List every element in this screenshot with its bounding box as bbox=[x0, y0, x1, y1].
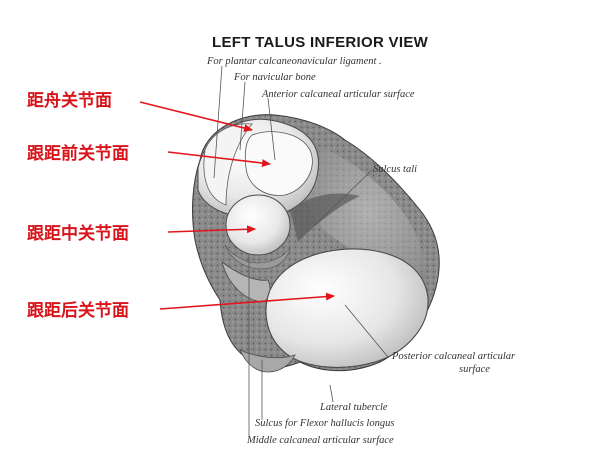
label-anterior-facet: Anterior calcaneal articular surface bbox=[261, 89, 415, 100]
middle-facet-rim bbox=[224, 244, 291, 270]
arrow-anterior bbox=[167, 151, 271, 168]
arrow-posterior bbox=[159, 292, 335, 310]
chinese-labels: 距舟关节面 跟距前关节面 跟距中关节面 跟距后关节面 bbox=[27, 90, 129, 321]
diagram-title: LEFT TALUS INFERIOR VIEW bbox=[212, 34, 429, 51]
leader-lateral-tubercle bbox=[329, 384, 334, 403]
red-arrows bbox=[139, 101, 335, 310]
leader-lines bbox=[213, 65, 389, 436]
label-anterior-subtalar: 跟距前关节面 bbox=[27, 143, 129, 164]
leader-posterior-facet bbox=[344, 304, 389, 358]
label-posterior-facet-line2: surface bbox=[459, 364, 490, 375]
label-middle-facet: Middle calcaneal articular surface bbox=[246, 435, 394, 446]
leader-anterior-facet bbox=[267, 97, 276, 161]
label-talonavicular: 距舟关节面 bbox=[27, 90, 112, 111]
label-posterior-facet-line1: Posterior calcaneal articular bbox=[391, 351, 516, 362]
leader-sulcus-tali bbox=[314, 169, 373, 226]
label-sulcus-fhl: Sulcus for Flexor hallucis longus bbox=[255, 418, 394, 429]
english-labels: For plantar calcaneonavicular ligament .… bbox=[206, 56, 516, 446]
label-navicular-bone: For navicular bone bbox=[233, 72, 316, 83]
label-posterior-subtalar: 跟距后关节面 bbox=[27, 300, 129, 321]
arrow-middle bbox=[167, 225, 256, 234]
sulcus-tali-groove bbox=[290, 193, 360, 242]
posterior-tubercle bbox=[239, 349, 296, 373]
talus-bone-illustration bbox=[192, 114, 440, 373]
plantar-ligament-facet bbox=[203, 123, 253, 206]
label-middle-subtalar: 跟距中关节面 bbox=[27, 223, 129, 244]
label-plantar-ligament: For plantar calcaneonavicular ligament . bbox=[206, 56, 382, 67]
posterior-calcaneal-facet bbox=[265, 248, 429, 368]
label-lateral-tubercle: Lateral tubercle bbox=[319, 402, 388, 413]
middle-calcaneal-facet bbox=[225, 194, 291, 256]
arrow-talonavicular bbox=[139, 101, 253, 132]
leader-navicular-bone bbox=[239, 81, 246, 151]
label-sulcus-tali: Sulcus tali bbox=[373, 164, 417, 175]
anterior-calcaneal-facet bbox=[244, 131, 313, 196]
